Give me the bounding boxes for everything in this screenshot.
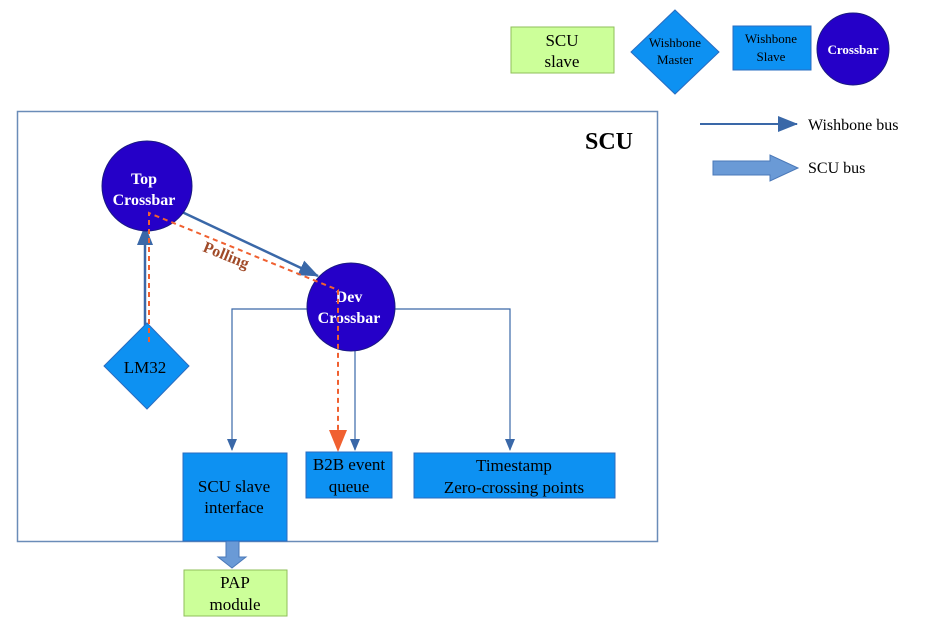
legend-wishbone-slave-box xyxy=(732,25,812,71)
b2b-event-queue-box xyxy=(305,451,393,499)
scu-title: SCU xyxy=(585,129,633,155)
top-to-dev-crossbar-line xyxy=(181,210,319,278)
legend-scu-slave-box xyxy=(510,26,615,74)
legend-scu-bus-label: SCU bus xyxy=(808,160,865,177)
pap-module-box xyxy=(183,569,288,617)
top-crossbar-label-line1: Top xyxy=(131,171,157,188)
scu-frame xyxy=(16,110,659,543)
dev-crossbar-label-line1: Dev xyxy=(336,289,363,306)
dev-crossbar-label-line2: Crossbar xyxy=(318,310,381,327)
dev-crossbar-node xyxy=(306,262,396,352)
legend: SCU slave Wishbone Master Wishbone Slave… xyxy=(510,9,898,182)
legend-wishbone-master-diamond xyxy=(630,9,720,95)
legend-wishbone-master-line1: Wishbone xyxy=(649,35,701,50)
dev-to-scu-slave-line xyxy=(227,308,310,451)
top-crossbar-node xyxy=(101,140,193,232)
legend-crossbar-circle xyxy=(816,12,890,86)
scu-slave-interface-line2: interface xyxy=(204,498,263,517)
legend-wishbone-master-line2: Master xyxy=(657,52,694,67)
legend-wishbone-slave-line1: Wishbone xyxy=(745,31,797,46)
timestamp-line1: Timestamp xyxy=(476,456,552,475)
legend-crossbar-label: Crossbar xyxy=(827,42,878,57)
legend-scu-slave-line1: SCU xyxy=(545,31,578,50)
scu-slave-interface-line1: SCU slave xyxy=(198,477,270,496)
timestamp-box xyxy=(413,452,616,499)
legend-wishbone-bus-label: Wishbone bus xyxy=(808,117,898,134)
legend-scu-slave-line2: slave xyxy=(545,52,580,71)
top-crossbar-label-line2: Crossbar xyxy=(113,192,176,209)
lm32-node xyxy=(103,322,190,410)
polling-dashed-line xyxy=(148,211,339,440)
dev-to-timestamp-line xyxy=(392,308,515,451)
pap-module-line2: module xyxy=(210,595,261,614)
polling-arrowhead xyxy=(329,430,347,452)
legend-wishbone-slave-line2: Slave xyxy=(757,49,786,64)
legend-scu-bus-arrow xyxy=(712,154,800,182)
wishbone-connections xyxy=(137,210,515,451)
timestamp-line2: Zero-crossing points xyxy=(444,478,584,497)
scu-slave-interface-box xyxy=(182,452,288,542)
b2b-event-queue-line1: B2B event xyxy=(313,455,386,474)
lm32-label: LM32 xyxy=(124,358,167,377)
pap-module-line1: PAP xyxy=(220,573,250,592)
scu-bus-arrow-to-pap xyxy=(216,540,248,569)
b2b-event-queue-line2: queue xyxy=(329,477,370,496)
